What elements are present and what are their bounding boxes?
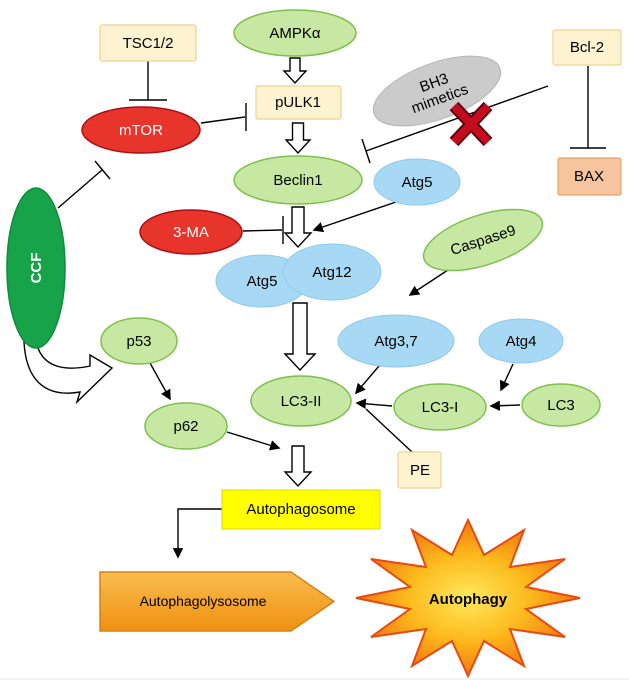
lc3ii-ellipse — [250, 375, 352, 427]
block-arrow-atg512-lc3ii — [283, 302, 317, 372]
arrow-lc3i-lc3ii — [355, 398, 393, 409]
pe-box — [397, 451, 442, 489]
inhibit-line-3ma — [242, 229, 283, 232]
curved-arrow-ccf-p53 — [23, 339, 114, 405]
mtor-ellipse — [81, 106, 201, 154]
node-beclin1: Beclin1 — [233, 155, 363, 205]
inhibit-line-mtor-pulk1 — [200, 116, 246, 124]
atg12-label: Atg12 — [312, 264, 351, 281]
caspase9-ellipse — [422, 208, 544, 272]
atg5-upper-label: Atg5 — [402, 174, 433, 191]
autophagolysosome-label: Autophagolysosome — [140, 593, 267, 609]
arrow-atg4-junction — [499, 363, 514, 392]
node-p53: p53 — [100, 317, 178, 365]
ccf-ellipse — [6, 187, 66, 349]
node-pulk1: pULK1 — [255, 85, 342, 120]
bax-box — [557, 157, 622, 196]
node-ccf: CCF — [6, 187, 66, 349]
node-caspase9: Caspase9 — [422, 208, 544, 272]
inhibit-bar-ccf-mtor — [94, 160, 111, 180]
autophagosome-label: Autophagosome — [246, 501, 355, 518]
p62-ellipse — [144, 402, 228, 450]
node-mtor: mTOR — [81, 106, 201, 154]
block-arrow-ampk-pulk1 — [282, 57, 308, 85]
node-lc3: LC3 — [521, 383, 601, 427]
beclin1-ellipse — [233, 155, 363, 205]
node-pe: PE — [397, 451, 442, 489]
atg4-ellipse — [478, 318, 564, 364]
p53-ellipse — [100, 317, 178, 365]
p62-label: p62 — [173, 418, 198, 435]
node-ampk: AMPKα — [233, 9, 357, 57]
lc3i-ellipse — [393, 383, 487, 431]
lc3-ellipse — [521, 383, 601, 427]
arrow-lc3-lc3i — [489, 400, 521, 411]
block-arrows — [23, 57, 317, 488]
inhibit-line-bcl2-beclin1 — [365, 85, 549, 152]
node-bax: BAX — [557, 157, 622, 196]
node-autophagolysosome: Autophagolysosome — [99, 571, 336, 632]
node-autophagosome: Autophagosome — [221, 489, 381, 530]
lc3i-label: LC3-I — [422, 399, 459, 416]
node-3ma: 3-MA — [139, 209, 243, 255]
arrow-p53-p62 — [149, 362, 171, 401]
ampk-ellipse — [233, 9, 357, 57]
p53-label: p53 — [126, 333, 151, 350]
node-atg12: Atg12 — [282, 243, 382, 301]
node-bh3-mimetics: BH3 mimetics — [372, 55, 502, 127]
block-arrow-beclin1-atg512 — [283, 206, 313, 249]
block-arrow-pulk1-beclin1 — [284, 122, 312, 155]
3ma-label: 3-MA — [173, 224, 209, 241]
atg5-label: Atg5 — [247, 273, 278, 290]
inhibit-line-ccf-mtor — [57, 169, 103, 209]
autophagy-starburst — [355, 517, 581, 679]
block-arrow-lc3ii-autophagosome — [283, 445, 313, 488]
lc3ii-label: LC3-II — [281, 393, 322, 410]
atg4-label: Atg4 — [506, 333, 537, 350]
pe-label: PE — [410, 462, 430, 479]
node-tsc12: TSC1/2 — [99, 24, 197, 62]
inhibit-bar-bcl2-beclin1 — [361, 138, 371, 164]
bax-label: BAX — [574, 168, 604, 185]
node-atg5-upper: Atg5 — [373, 158, 461, 206]
bcl2-box — [552, 29, 622, 66]
node-lc3ii: LC3-II — [250, 375, 352, 427]
node-atg37: Atg3,7 — [337, 314, 455, 368]
edges — [57, 61, 606, 559]
mtor-label: mTOR — [119, 122, 163, 139]
node-autophagy: Autophagy — [355, 517, 581, 679]
bh3-ellipse — [372, 55, 502, 127]
node-p62: p62 — [144, 402, 228, 450]
bcl2-label: Bcl-2 — [570, 39, 604, 56]
autophagy-label: Autophagy — [429, 591, 508, 608]
ccf-label: CCF — [28, 253, 45, 284]
node-lc3i: LC3-I — [393, 383, 487, 431]
ampk-label: AMPKα — [269, 25, 321, 42]
3ma-ellipse — [139, 209, 243, 255]
red-x-blocked-icon — [449, 101, 493, 147]
pulk1-box — [255, 85, 342, 120]
arrow-autophagosome-lysosome — [172, 508, 222, 559]
autophagolysosome-arrow-shape — [99, 571, 336, 632]
atg5-upper-ellipse — [373, 158, 461, 206]
arrow-p62-junction — [226, 431, 281, 451]
lc3-label: LC3 — [547, 397, 575, 414]
pulk1-label: pULK1 — [275, 94, 321, 111]
tsc12-label: TSC1/2 — [123, 35, 174, 52]
atg37-ellipse — [337, 314, 455, 368]
red-x-stroke-2 — [451, 103, 491, 145]
line-pe-junction — [365, 408, 413, 453]
autophagosome-box — [221, 489, 381, 530]
beclin1-label: Beclin1 — [273, 172, 322, 189]
arrow-atg5-junction — [312, 201, 397, 233]
node-bcl2: Bcl-2 — [552, 29, 622, 66]
node-atg4: Atg4 — [478, 318, 564, 364]
arrow-atg37-lc3ii — [354, 365, 380, 395]
atg37-label: Atg3,7 — [374, 333, 417, 350]
tsc12-box — [99, 24, 197, 62]
atg12-ellipse — [282, 243, 382, 301]
